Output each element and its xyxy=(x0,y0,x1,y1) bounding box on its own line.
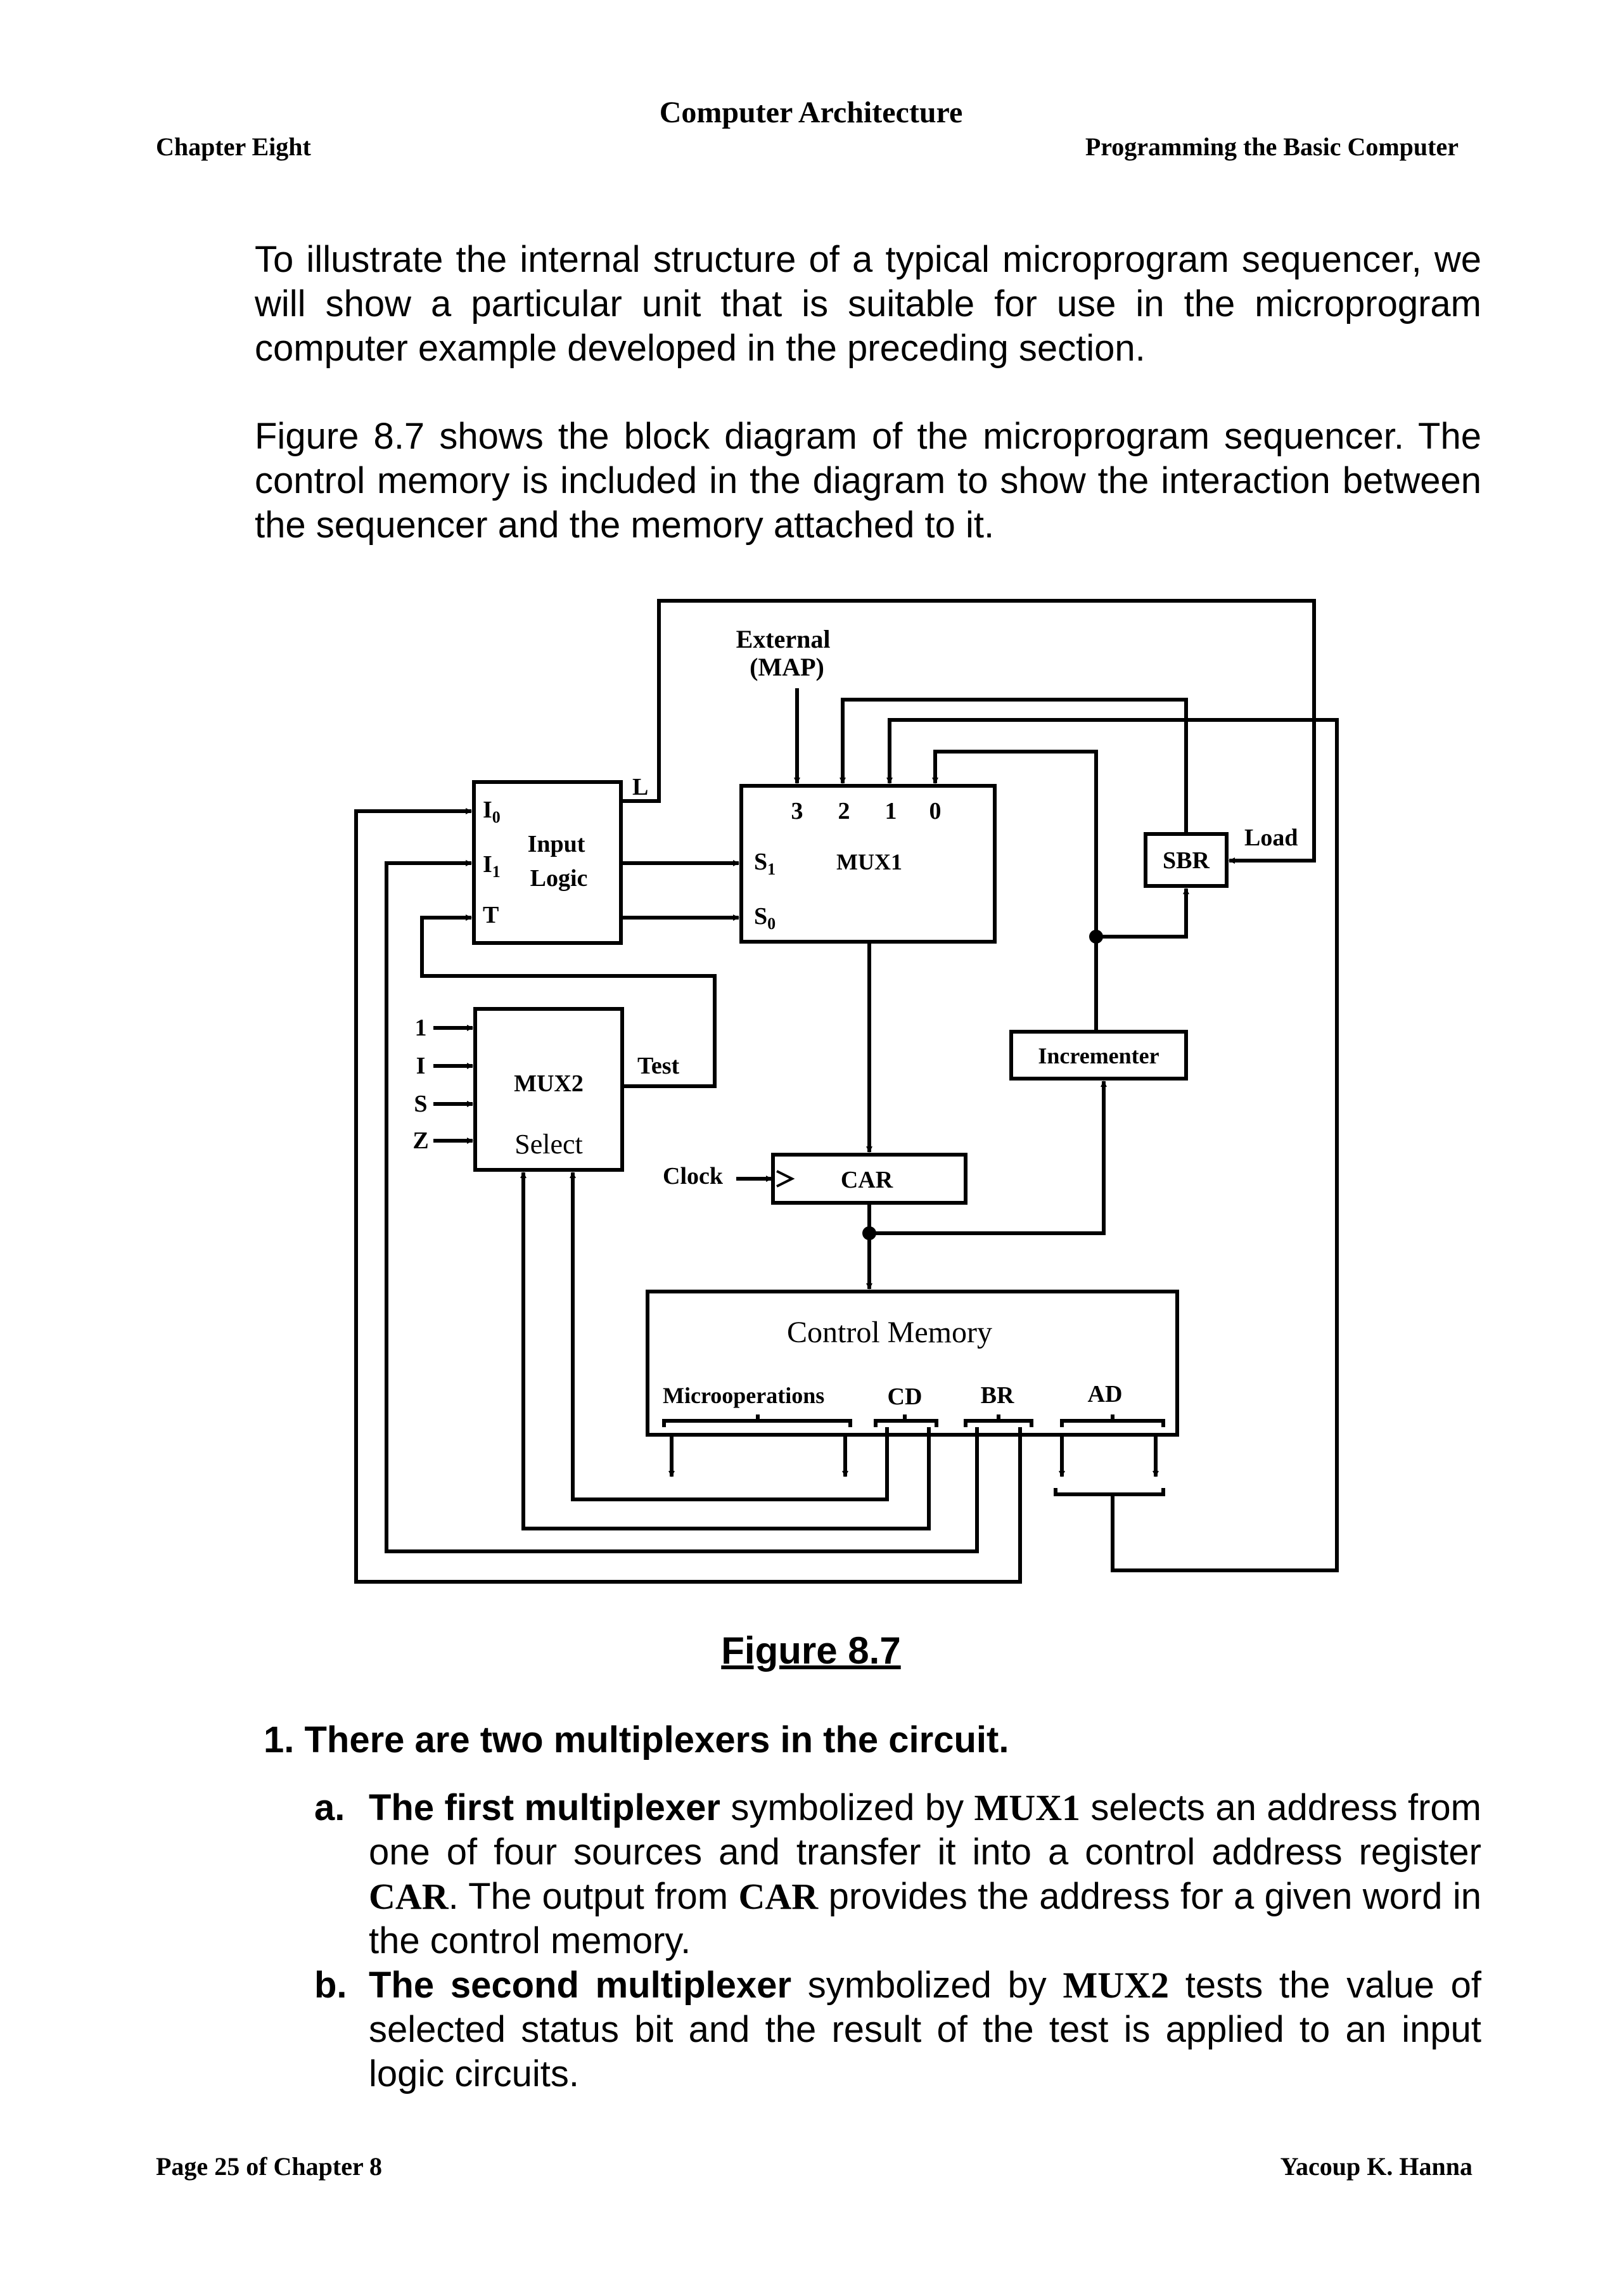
incrementer-to-mux1-wire xyxy=(932,750,1098,1032)
field-ad: AD xyxy=(1088,1381,1123,1408)
ad-to-mux1-wire xyxy=(886,718,1339,1572)
incrementer-block xyxy=(1009,1030,1188,1081)
mux1-s1-label: S1 xyxy=(754,849,776,878)
control-memory-title: Control Memory xyxy=(787,1316,992,1349)
list-item-a-label: a. xyxy=(314,1787,345,1828)
mux1-input-1: 1 xyxy=(885,798,897,824)
figure-caption: Figure 8.7 xyxy=(721,1629,901,1672)
input-logic-i0-label: I0 xyxy=(483,797,501,826)
input-logic-t-label: T xyxy=(483,902,499,928)
sbr-to-mux1-wire xyxy=(840,698,1188,834)
br-to-i0-wire xyxy=(354,808,1022,1584)
l-feedback-wire xyxy=(621,599,1316,864)
field-cd: CD xyxy=(888,1383,923,1410)
input-logic-label-line1: Input xyxy=(528,831,585,857)
bracket-cd xyxy=(874,1419,938,1427)
mux1-input-2: 2 xyxy=(838,798,850,824)
map-label: (MAP) xyxy=(750,653,824,681)
footer-page-number: Page 25 of Chapter 8 xyxy=(156,2152,382,2181)
input-logic-label-line2: Logic xyxy=(530,865,588,892)
mux2-select-label: Select xyxy=(514,1129,583,1160)
incrementer-label: Incrementer xyxy=(1038,1043,1159,1068)
intro-paragraph: To illustrate the internal structure of … xyxy=(255,239,1481,369)
figure-reference-paragraph: Figure 8.7 shows the block diagram of th… xyxy=(255,416,1481,546)
bracket-ad xyxy=(1060,1419,1165,1427)
running-header-chapter: Chapter Eight xyxy=(156,132,311,161)
input-logic-i1-label: I1 xyxy=(483,851,501,881)
running-header-title: Computer Architecture xyxy=(659,96,963,129)
clock-label: Clock xyxy=(663,1163,724,1190)
mux1-label: MUX1 xyxy=(836,849,902,875)
list-item-a: a. The first multiplexer symbolized by M… xyxy=(314,1786,1481,1963)
footer-author: Yacoup K. Hanna xyxy=(1280,2152,1472,2181)
list-item-1: 1. There are two multiplexers in the cir… xyxy=(264,1719,1009,1760)
load-label: Load xyxy=(1244,824,1298,851)
mux2-input-s: S xyxy=(414,1091,427,1117)
car-to-incrementer-wire xyxy=(869,1081,1107,1235)
list-item-b-body: The second multiplexer symbolized by MUX… xyxy=(369,1965,1481,2094)
mux1-s0-label: S0 xyxy=(754,903,776,933)
br-to-i1-wire xyxy=(385,860,979,1553)
bracket-microoperations xyxy=(662,1419,852,1427)
test-to-t-wire xyxy=(420,914,717,1088)
ad-output-bracket xyxy=(1054,1488,1165,1496)
test-label: Test xyxy=(637,1053,680,1079)
car-label: CAR xyxy=(841,1167,893,1193)
list-item-a-body: The first multiplexer symbolized by MUX1… xyxy=(369,1787,1481,1961)
external-label: External xyxy=(736,625,831,653)
incrementer-junction-dot xyxy=(1089,930,1103,944)
field-br: BR xyxy=(981,1382,1014,1409)
control-memory-block xyxy=(646,1290,1179,1437)
list-item-b-label: b. xyxy=(314,1965,347,2006)
l-signal-label: L xyxy=(632,774,648,800)
running-header-section: Programming the Basic Computer xyxy=(1085,132,1459,161)
mux2-input-1: 1 xyxy=(415,1015,427,1041)
bracket-br xyxy=(964,1419,1033,1427)
mux2-input-z: Z xyxy=(412,1127,428,1154)
mux1-input-0: 0 xyxy=(929,798,942,824)
incrementer-to-sbr-wire xyxy=(1096,888,1189,939)
sbr-label: SBR xyxy=(1163,847,1210,874)
mux2-label: MUX2 xyxy=(514,1070,584,1097)
field-microoperations: Microoperations xyxy=(663,1383,824,1408)
cd-to-mux2-select-wire-2 xyxy=(520,1172,931,1530)
mux2-input-i: I xyxy=(416,1053,426,1079)
cd-to-mux2-select-wire-1 xyxy=(570,1172,889,1501)
clock-edge-indicator xyxy=(776,1170,795,1188)
car-junction-dot xyxy=(862,1226,876,1240)
mux1-input-3: 3 xyxy=(791,798,803,824)
mux2-block xyxy=(473,1007,624,1172)
list-item-b: b. The second multiplexer symbolized by … xyxy=(314,1963,1481,2096)
